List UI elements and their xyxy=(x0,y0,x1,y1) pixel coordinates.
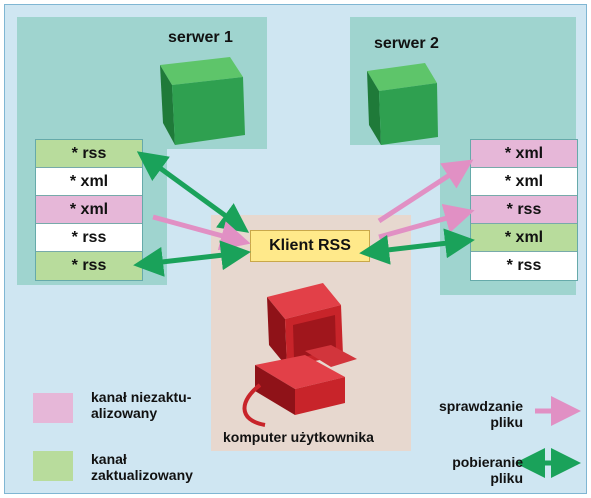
list-item: * rss xyxy=(36,224,142,252)
server2-icon xyxy=(367,63,438,145)
server2-label: serwer 2 xyxy=(374,35,439,52)
list-item: * xml xyxy=(471,224,577,252)
legend-updated-label: kanał zaktualizowany xyxy=(91,451,193,483)
computer-icon xyxy=(242,283,357,427)
list-item: * rss xyxy=(36,252,142,280)
list-item: * rss xyxy=(36,140,142,168)
diagram-frame: serwer 1 serwer 2 * rss * xml * xml * rs… xyxy=(4,4,587,494)
list-item: * xml xyxy=(471,168,577,196)
legend-green-swatch xyxy=(33,451,73,481)
list-item: * xml xyxy=(471,140,577,168)
list-item: * rss xyxy=(471,196,577,224)
check-arrow xyxy=(152,214,251,251)
download-arrow xyxy=(136,151,250,233)
legend-check-label: sprawdzanie pliku xyxy=(438,398,523,430)
download-arrow xyxy=(359,228,475,265)
list-item: * xml xyxy=(36,168,142,196)
legend-pink-swatch xyxy=(33,393,73,423)
check-arrow xyxy=(377,159,474,224)
user-computer-label: komputer użytkownika xyxy=(223,429,374,445)
legend-outdated-label: kanał niezaktu- alizowany xyxy=(91,389,192,421)
list-item: * rss xyxy=(471,252,577,280)
servers-graphic xyxy=(160,57,438,145)
legend-download-label: pobieranie pliku xyxy=(452,454,523,486)
download-arrow xyxy=(133,240,251,277)
server1-channel-list: * rss * xml * xml * rss * rss xyxy=(35,139,143,281)
computer-and-arrows xyxy=(133,151,581,478)
server1-label: serwer 1 xyxy=(168,29,233,46)
list-item: * xml xyxy=(36,196,142,224)
server1-icon xyxy=(160,57,245,145)
server2-channel-list: * xml * xml * rss * xml * rss xyxy=(470,139,578,281)
check-arrow xyxy=(378,203,475,240)
